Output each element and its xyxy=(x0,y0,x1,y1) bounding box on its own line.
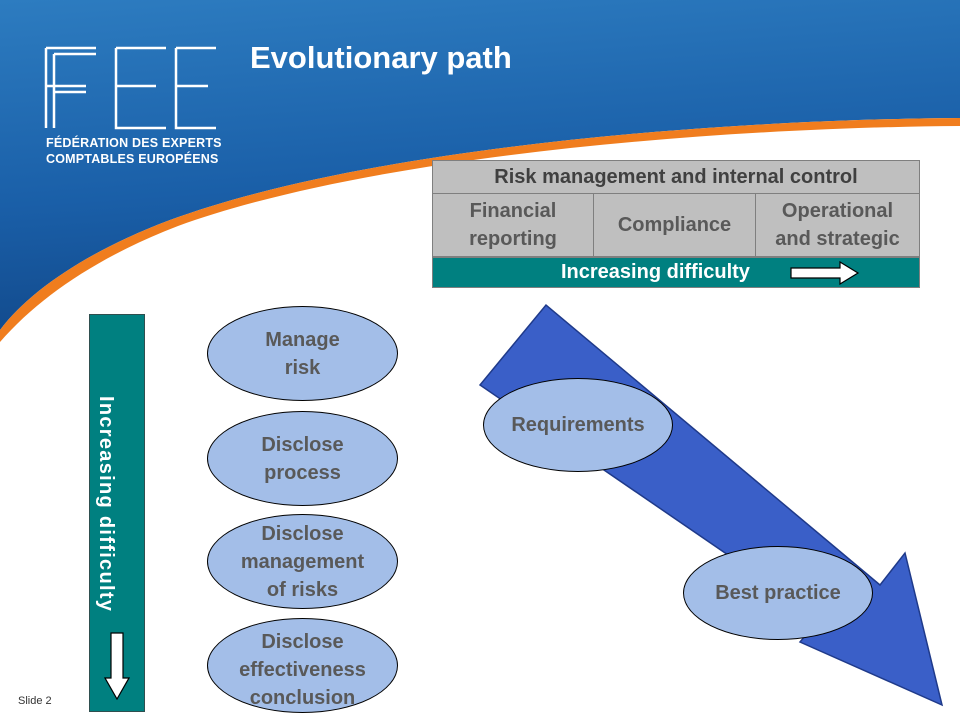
cell-line: and strategic xyxy=(775,228,900,250)
step-disclose-management-of-risks: Disclose management of risks xyxy=(207,514,398,609)
best-practice-oval: Best practice xyxy=(683,546,873,640)
step-line: Disclose xyxy=(261,522,344,545)
step-line: Manage xyxy=(265,328,340,351)
right-arrow-icon xyxy=(790,261,860,285)
horizontal-difficulty-label: Increasing difficulty xyxy=(561,261,750,283)
step-line: process xyxy=(264,461,341,484)
slide-title: Evolutionary path xyxy=(250,40,512,75)
logo-line-1: FÉDÉRATION DES EXPERTS xyxy=(46,136,222,150)
cell-line: Operational xyxy=(781,200,894,222)
slide-number: Slide 2 xyxy=(18,695,52,707)
step-line: risk xyxy=(284,356,321,379)
step-line: effectiveness xyxy=(239,658,366,681)
horizontal-difficulty-bar: Increasing difficulty xyxy=(432,257,920,288)
step-line: Disclose xyxy=(261,433,344,456)
fee-logo xyxy=(44,46,216,130)
step-line: conclusion xyxy=(249,686,356,709)
best-practice-label: Best practice xyxy=(715,582,841,604)
requirements-oval: Requirements xyxy=(483,378,673,472)
cell-line: Compliance xyxy=(617,214,732,236)
step-line: management xyxy=(240,550,365,573)
matrix-cell-operational-strategic: Operational and strategic xyxy=(755,193,920,257)
step-manage-risk: Manage risk xyxy=(207,306,398,401)
step-line: Disclose xyxy=(261,630,344,653)
requirements-label: Requirements xyxy=(511,414,645,436)
cell-line: Financial xyxy=(469,200,557,222)
step-disclose-effectiveness-conclusion: Disclose effectiveness conclusion xyxy=(207,618,398,713)
down-arrow-icon xyxy=(104,632,130,700)
matrix-cell-compliance: Compliance xyxy=(593,193,756,257)
matrix-cell-financial-reporting: Financial reporting xyxy=(432,193,594,257)
cell-line: reporting xyxy=(469,228,557,250)
step-line: of risks xyxy=(266,578,339,601)
step-disclose-process: Disclose process xyxy=(207,411,398,506)
logo-line-2: COMPTABLES EUROPÉENS xyxy=(46,152,219,166)
